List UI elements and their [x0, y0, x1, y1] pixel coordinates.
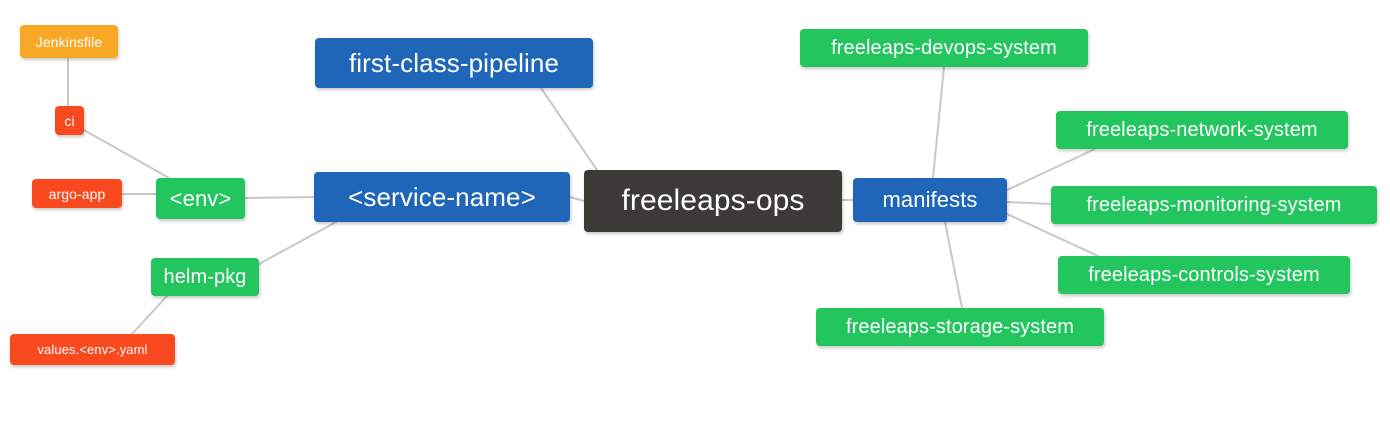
edge-freeleaps-ops-to-service-name: [569, 196, 585, 202]
node-argo-app[interactable]: argo-app: [32, 179, 122, 208]
node-label-jenkinsfile: Jenkinsfile: [35, 33, 103, 50]
node-first-class-pipeline[interactable]: first-class-pipeline: [315, 38, 593, 88]
node-manifests[interactable]: manifests: [853, 178, 1007, 222]
edge-manifests-to-freeleaps-network-system: [1006, 148, 1096, 191]
edge-manifests-to-freeleaps-monitoring-system: [1006, 201, 1052, 205]
node-freeleaps-devops-system[interactable]: freeleaps-devops-system: [800, 29, 1088, 67]
edge-manifests-to-freeleaps-storage-system: [944, 221, 963, 309]
node-label-freeleaps-controls-system: freeleaps-controls-system: [1088, 264, 1320, 286]
node-label-argo-app: argo-app: [48, 185, 106, 202]
node-label-freeleaps-monitoring-system: freeleaps-monitoring-system: [1086, 194, 1342, 216]
node-label-freeleaps-storage-system: freeleaps-storage-system: [845, 316, 1075, 338]
node-freeleaps-ops[interactable]: freeleaps-ops: [584, 170, 842, 232]
edge-manifests-to-freeleaps-devops-system: [932, 66, 945, 179]
node-label-helm-pkg: helm-pkg: [163, 266, 247, 288]
edge-freeleaps-ops-to-first-class-pipeline: [540, 87, 598, 171]
edge-service-name-to-env: [244, 196, 315, 199]
node-label-values-env-yaml: values.<env>.yaml: [37, 342, 148, 357]
edge-helm-pkg-to-values-env-yaml: [131, 295, 168, 335]
node-service-name[interactable]: <service-name>: [314, 172, 570, 222]
node-freeleaps-monitoring-system[interactable]: freeleaps-monitoring-system: [1051, 186, 1377, 224]
node-ci[interactable]: ci: [55, 106, 84, 135]
node-jenkinsfile[interactable]: Jenkinsfile: [20, 25, 118, 58]
node-label-service-name: <service-name>: [348, 182, 536, 212]
node-label-freeleaps-devops-system: freeleaps-devops-system: [831, 37, 1057, 59]
node-label-manifests: manifests: [882, 187, 978, 212]
node-label-env: <env>: [169, 185, 232, 211]
node-label-first-class-pipeline: first-class-pipeline: [348, 48, 560, 78]
node-values-env-yaml[interactable]: values.<env>.yaml: [10, 334, 175, 365]
node-freeleaps-network-system[interactable]: freeleaps-network-system: [1056, 111, 1348, 149]
node-freeleaps-storage-system[interactable]: freeleaps-storage-system: [816, 308, 1104, 346]
edge-env-to-ci: [83, 129, 170, 179]
node-env[interactable]: <env>: [156, 178, 245, 219]
node-label-freeleaps-ops: freeleaps-ops: [621, 184, 805, 217]
node-freeleaps-controls-system[interactable]: freeleaps-controls-system: [1058, 256, 1350, 294]
node-label-freeleaps-network-system: freeleaps-network-system: [1086, 119, 1318, 141]
edge-service-name-to-helm-pkg: [258, 221, 337, 265]
node-label-ci: ci: [64, 112, 75, 129]
node-helm-pkg[interactable]: helm-pkg: [151, 258, 259, 296]
